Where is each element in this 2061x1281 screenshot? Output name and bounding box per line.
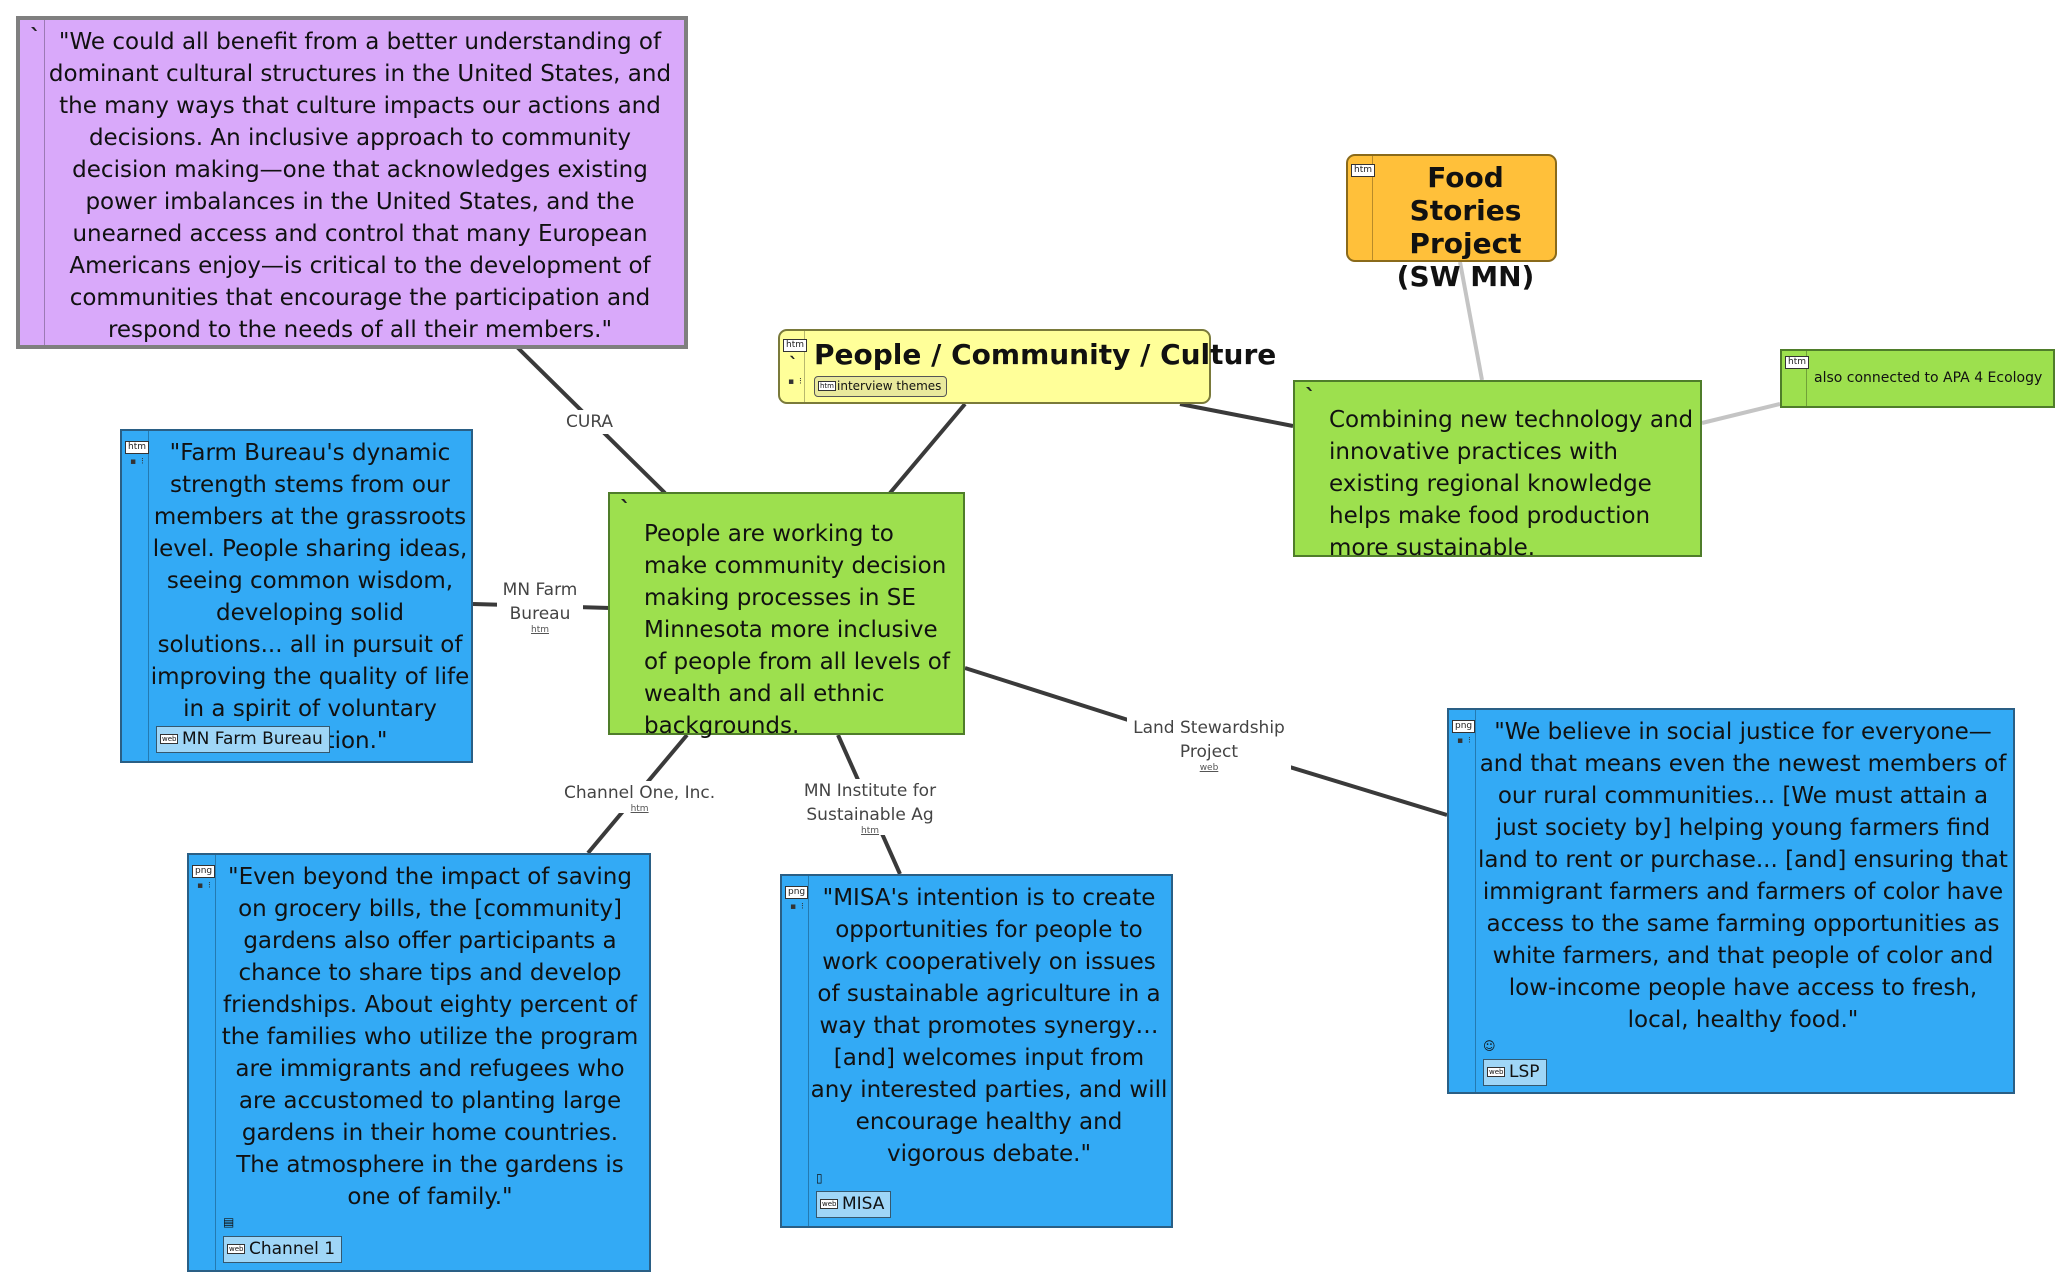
channel-one-link[interactable]: web Channel 1 [223,1236,343,1263]
edge-label-mn-farm-bureau[interactable]: MN Farm Bureau htm [497,578,583,635]
node-gutter [122,431,149,761]
edge-topic-combining [1179,402,1294,428]
web-link-icon: web [227,1244,246,1254]
node-menu-icon: ▪ ⁝ [788,377,803,387]
htm-badge-icon: htm [783,339,807,352]
note-marker-icon: ` [620,498,631,523]
node-menu-icon: ▪ ⁝ [790,902,805,912]
misa-quote-text: "MISA's intention is to create opportuni… [810,885,1168,1167]
node-gutter [1449,710,1476,1092]
central-node[interactable]: ` People are working to make community d… [608,492,965,739]
node-menu-icon: ▪ ⁝ [130,457,145,467]
htm-badge-icon: htm [1785,356,1809,369]
htm-badge-icon: htm [125,441,149,454]
htm-link-icon: htm [818,381,836,391]
food-stories-title: Food Stories Project (SW MN) [1396,161,1535,293]
node-menu-icon: ▪ ⁝ [1457,736,1472,746]
channel-one-quote-node[interactable]: png ▪ ⁝ "Even beyond the impact of savin… [187,853,651,1272]
htm-link-icon: htm [861,826,879,836]
link-label: LSP [1509,1062,1540,1082]
mn-farm-bureau-link[interactable]: web MN Farm Bureau [156,726,330,753]
image-thumbnail-icon: ▤ [223,1215,235,1229]
web-link-icon: web [1199,763,1219,773]
apa-node[interactable]: htm also connected to APA 4 Ecology [1780,349,2055,408]
apa-text: also connected to APA 4 Ecology [1814,370,2043,386]
image-thumbnail-icon: ☺ [1483,1039,1496,1053]
note-marker-icon: ` [789,354,798,375]
edge-combining-apa [1701,402,1781,425]
document-thumbnail-icon: ▯ [816,1171,823,1185]
misa-link[interactable]: web MISA [816,1191,892,1218]
farm-bureau-quote-text: "Farm Bureau's dynamic strength stems fr… [150,440,470,754]
edge-label-text: MN Institute for Sustainable Ag [803,781,937,825]
node-gutter [780,331,805,402]
note-marker-icon: ` [1305,386,1316,411]
png-badge-icon: png [192,865,216,878]
note-marker-icon: ` [30,26,41,51]
edge-combining-food-stories [1458,261,1484,381]
combining-node[interactable]: ` Combining new technology and innovativ… [1293,380,1702,561]
interview-themes-link[interactable]: htm interview themes [814,376,948,397]
node-gutter [1348,156,1373,260]
misa-quote-node[interactable]: png ▪ ⁝ "MISA's intention is to create o… [780,874,1173,1228]
cura-quote-node[interactable]: ` "We could all benefit from a better un… [16,16,688,349]
central-text: People are working to make community dec… [644,521,950,739]
edge-label-channel-one[interactable]: Channel One, Inc. htm [564,781,716,814]
link-label: Channel 1 [249,1239,336,1259]
channel-one-quote-text: "Even beyond the impact of saving on gro… [221,864,639,1210]
node-menu-icon: ▪ ⁝ [197,881,212,891]
edge-label-lsp[interactable]: Land Stewardship Project web [1127,716,1291,773]
lsp-quote-node[interactable]: png ▪ ⁝ "We believe in social justice fo… [1447,708,2015,1094]
htm-badge-icon: htm [1351,164,1375,177]
link-label: MISA [842,1194,885,1214]
combining-text: Combining new technology and innovative … [1329,407,1694,561]
lsp-link[interactable]: web LSP [1483,1059,1547,1086]
cura-quote-text: "We could all benefit from a better unde… [48,29,672,343]
edge-label-text: Land Stewardship Project [1133,718,1285,762]
node-gutter [189,855,216,1270]
edge-label-misa[interactable]: MN Institute for Sustainable Ag htm [802,779,938,836]
edge-label-text: MN Farm Bureau [502,580,578,624]
link-label: MN Farm Bureau [182,729,323,749]
node-gutter [20,20,45,345]
edge-central-lsp-b [1269,759,1448,817]
edge-central-lsp-a [964,666,1148,728]
png-badge-icon: png [1452,720,1476,733]
htm-link-icon: htm [531,625,549,635]
web-link-icon: web [1487,1067,1506,1077]
farm-bureau-quote-node[interactable]: htm ▪ ⁝ "Farm Bureau's dynamic strength … [120,429,473,763]
edge-label-cura[interactable]: CURA [564,410,616,434]
edge-label-text: Channel One, Inc. [564,783,716,803]
edge-central-topic [888,402,967,495]
web-link-icon: web [820,1199,839,1209]
topic-title: People / Community / Culture [814,338,1277,371]
web-link-icon: web [160,734,179,744]
node-gutter [1782,351,1807,406]
food-stories-node[interactable]: htm Food Stories Project (SW MN) [1346,154,1557,293]
htm-link-icon: htm [630,804,649,814]
png-badge-icon: png [785,886,809,899]
lsp-quote-text: "We believe in social justice for everyo… [1478,719,2008,1033]
node-gutter [782,876,809,1226]
topic-node[interactable]: htm ` ▪ ⁝ People / Community / Culture h… [778,329,1276,404]
interview-themes-label: interview themes [837,379,942,393]
